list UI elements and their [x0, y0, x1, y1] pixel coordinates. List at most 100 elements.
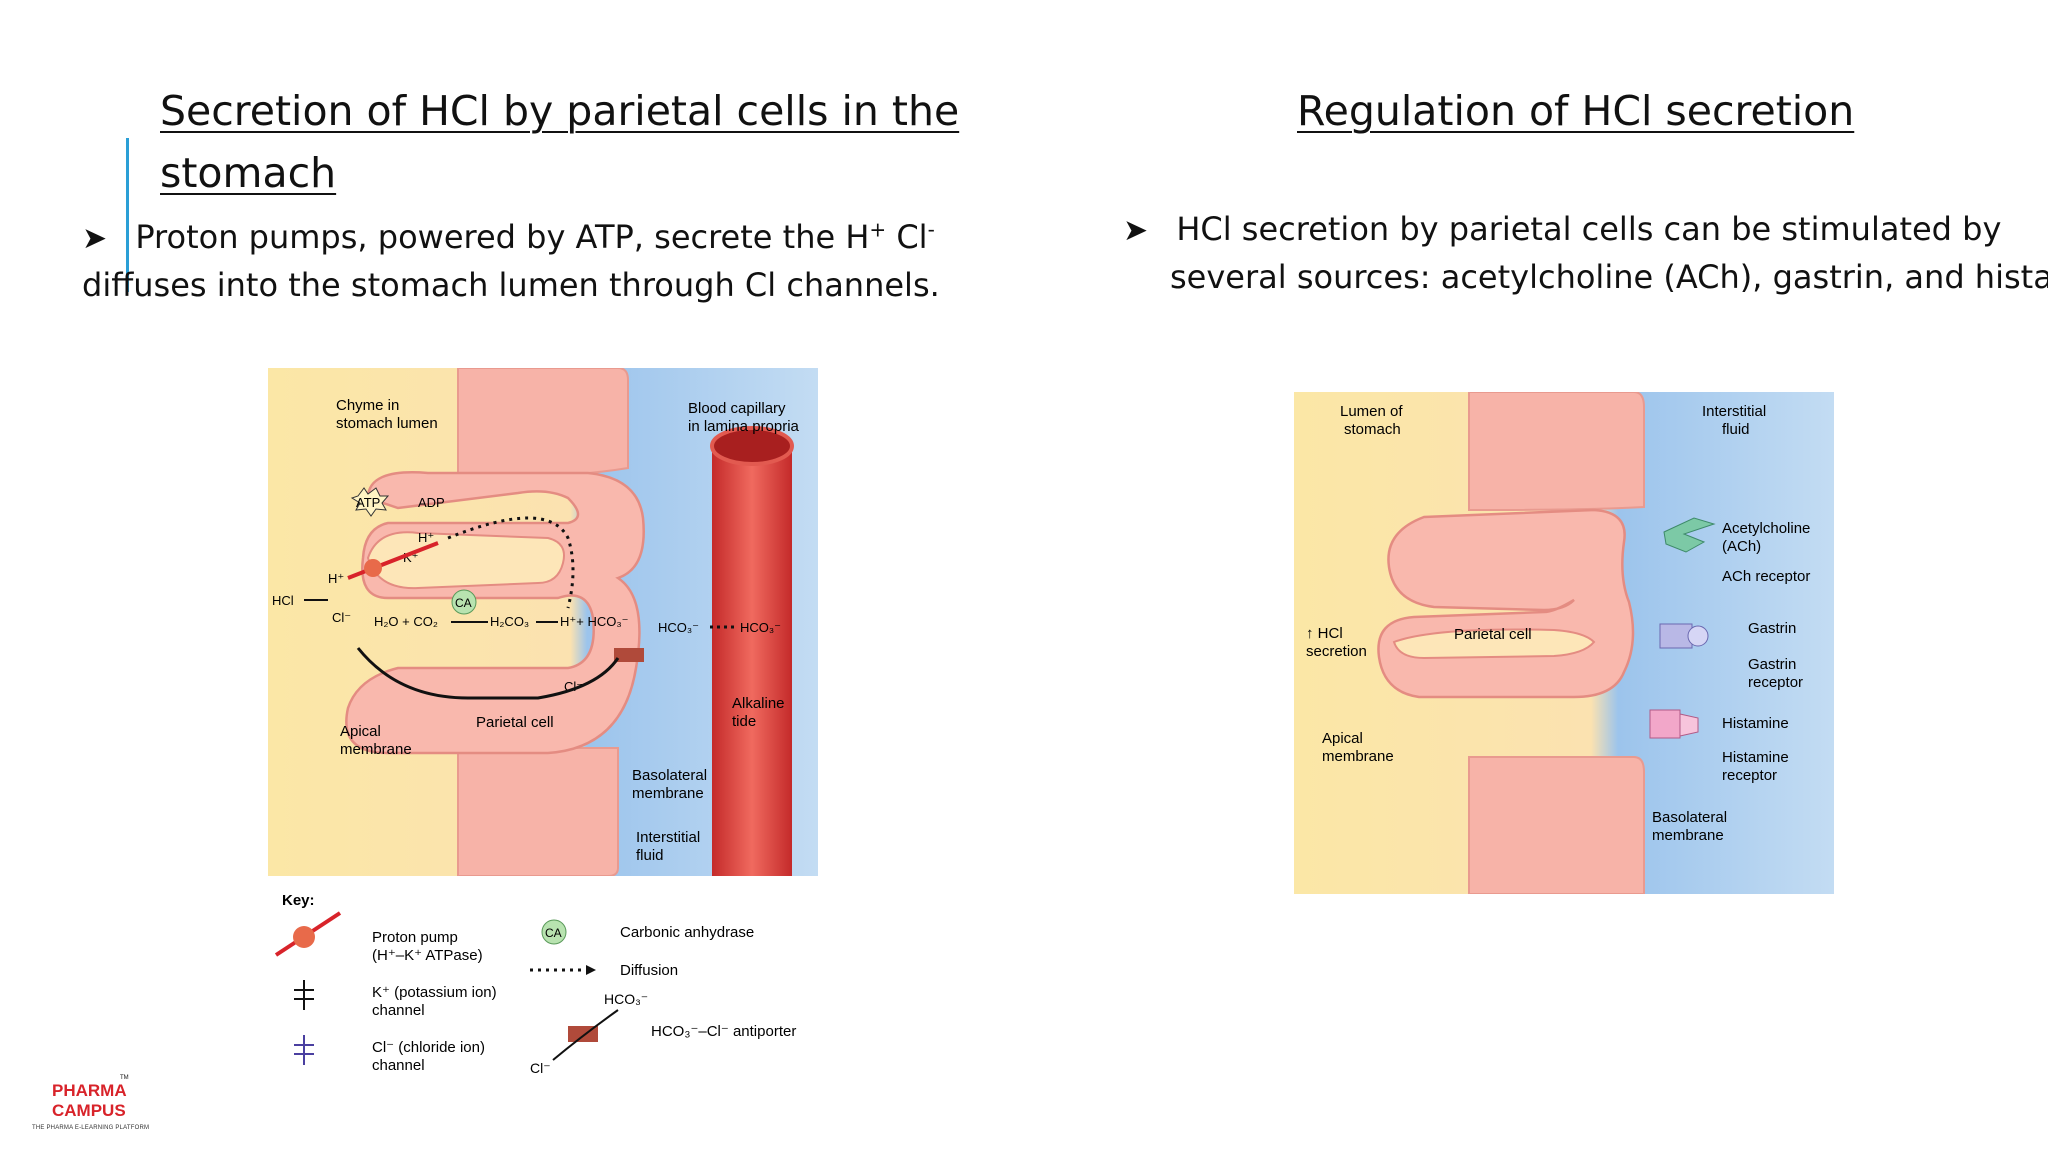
atp-label: ATP [356, 495, 380, 510]
key-ca-badge-icon [541, 919, 567, 945]
parietal-cell-label: Parietal cell [476, 714, 554, 731]
key-cl-label: Cl⁻ [530, 1060, 551, 1076]
apical-label-2: membrane [340, 741, 412, 758]
gastrin-receptor-label-1: Gastrin [1748, 656, 1796, 673]
gastrin-receptor-label-2: receptor [1748, 674, 1803, 691]
key-cl-channel-2: channel [372, 1057, 425, 1074]
basolateral-label-1: Basolateral [632, 767, 707, 784]
ach-receptor-icon [1663, 517, 1716, 553]
histamine-molecule-icon [1679, 713, 1699, 737]
left-bullet-sup2: - [927, 217, 935, 241]
atp-burst-icon [350, 487, 390, 517]
basolateral-label-2: membrane [632, 785, 704, 802]
blood-label-1: Blood capillary [688, 400, 786, 417]
chyme-label-2: stomach lumen [336, 415, 438, 432]
key-diffusion-arrowhead [586, 965, 596, 975]
pharma-campus-logo: PHARMA TM CAMPUS THE PHARMA E-LEARNING P… [28, 1075, 168, 1145]
key-carbonic-label: Carbonic anhydrase [620, 924, 754, 941]
upper-neighbor-cell [457, 368, 629, 480]
histamine-label: Histamine [1722, 715, 1789, 732]
proton-pump-icon [364, 559, 382, 577]
interstitial-label-2: fluid [636, 847, 664, 864]
bullet-arrow-icon: ➤ [1123, 213, 1149, 248]
right-basolateral-label-2: membrane [1652, 827, 1724, 844]
histamine-receptor-icon [1649, 709, 1681, 739]
key-title: Key: [282, 892, 315, 909]
antiporter-icon [614, 648, 644, 662]
key-proton-pump-icon [293, 926, 315, 948]
reaction-3: H⁺+ HCO₃⁻ [560, 614, 629, 629]
alkaline-label-1: Alkaline [732, 695, 785, 712]
ach-receptor-label: ACh receptor [1722, 568, 1810, 585]
left-bullet: ➤ Proton pumps, powered by ATP, secrete … [82, 206, 982, 308]
right-bullet: ➤ HCl secretion by parietal cells can be… [1123, 206, 2048, 300]
key-proton-1: Proton pump [372, 929, 458, 946]
diffusion-path [447, 516, 575, 609]
canaliculus-right [1392, 628, 1596, 660]
text-cursor [126, 138, 129, 292]
reaction-2: H₂CO₃ [490, 614, 529, 629]
ca-badge-icon [451, 589, 477, 615]
cl-channel-icon [294, 1035, 314, 1065]
right-apical-label-1: Apical [1322, 730, 1363, 747]
right-parietal-label: Parietal cell [1454, 626, 1532, 643]
histamine-receptor-label-1: Histamine [1722, 749, 1789, 766]
right-interstitial-label-1: Interstitial [1702, 403, 1766, 420]
ach-label-2: (ACh) [1722, 538, 1761, 555]
gastrin-label: Gastrin [1748, 620, 1796, 637]
bullet-arrow-icon: ➤ [82, 220, 108, 256]
left-bullet-mid: Cl [886, 217, 928, 256]
capillary-opening [710, 426, 794, 466]
histamine-receptor-label-2: receptor [1722, 767, 1777, 784]
key-proton-2: (H⁺–K⁺ ATPase) [372, 947, 483, 964]
adp-label: ADP [418, 495, 445, 510]
interstitial-label-1: Interstitial [636, 829, 700, 846]
key-antiporter-arrow [552, 1009, 619, 1061]
right-basolateral-label-1: Basolateral [1652, 809, 1727, 826]
key-ca-label: CA [545, 926, 562, 940]
blood-label-2: in lamina propria [688, 418, 800, 435]
apical-label-1: Apical [340, 723, 381, 740]
gastrin-receptor-icon [1659, 623, 1693, 649]
left-bullet-line1: Proton pumps, powered by ATP, secrete th… [135, 217, 870, 256]
left-slide-title: Secretion of HCl by parietal cells in th… [160, 87, 960, 197]
cl-minus-label: Cl⁻ [332, 610, 351, 625]
hcl-regulation-diagram: Lumen of stomach Interstitial fluid Acet… [1294, 392, 1834, 894]
logo-tm: TM [120, 1075, 129, 1081]
lumen-label-2: stomach [1344, 421, 1401, 438]
parietal-cell-shape-right [1377, 508, 1635, 699]
hcl-secretion-diagram: Chyme in stomach lumen Blood capillary i… [268, 368, 818, 876]
hcl-label: HCl [272, 593, 294, 608]
h-plus-2-label: H⁺ [328, 571, 344, 586]
right-slide-title: Regulation of HCl secretion [1297, 87, 1855, 135]
logo-tagline: THE PHARMA E-LEARNING PLATFORM [32, 1125, 150, 1131]
blood-capillary [712, 440, 792, 876]
left-bullet-sup1: + [869, 217, 887, 241]
key-k-channel-1: K⁺ (potassium ion) [372, 984, 497, 1001]
key-antiporter-label: HCO₃⁻–Cl⁻ antiporter [651, 1023, 796, 1040]
diagram-key: Key: Proton pump (H⁺–K⁺ ATPase) K⁺ (pota… [274, 892, 796, 1076]
logo-line1: PHARMA [52, 1081, 127, 1100]
lumen-label-1: Lumen of [1340, 403, 1403, 420]
gastrin-molecule-icon [1687, 625, 1709, 647]
key-k-channel-2: channel [372, 1002, 425, 1019]
alkaline-label-2: tide [732, 713, 756, 730]
reaction-1: H₂O + CO₂ [374, 614, 438, 629]
right-bullet-line1: HCl secretion by parietal cells can be s… [1176, 210, 2002, 248]
right-apical-label-2: membrane [1322, 748, 1394, 765]
chyme-label-1: Chyme in [336, 397, 399, 414]
key-diffusion-label: Diffusion [620, 962, 678, 979]
h-plus-label: H⁺ [418, 530, 434, 545]
right-bullet-line2: several sources: acetylcholine (ACh), ga… [1170, 258, 2048, 296]
hco3-b-label: HCO₃⁻ [740, 620, 781, 635]
lower-neighbor-cell-right [1468, 756, 1645, 894]
ach-label-1: Acetylcholine [1722, 520, 1810, 537]
key-hco3-label: HCO₃⁻ [604, 991, 648, 1007]
proton-pump-arrow [347, 541, 439, 580]
right-interstitial-label-2: fluid [1722, 421, 1750, 438]
lower-neighbor-cell [457, 747, 619, 876]
upper-neighbor-cell-right [1468, 392, 1645, 512]
hcl-secretion-label-2: secretion [1306, 643, 1367, 660]
key-cl-channel-1: Cl⁻ (chloride ion) [372, 1039, 485, 1056]
chloride-path [356, 647, 620, 700]
